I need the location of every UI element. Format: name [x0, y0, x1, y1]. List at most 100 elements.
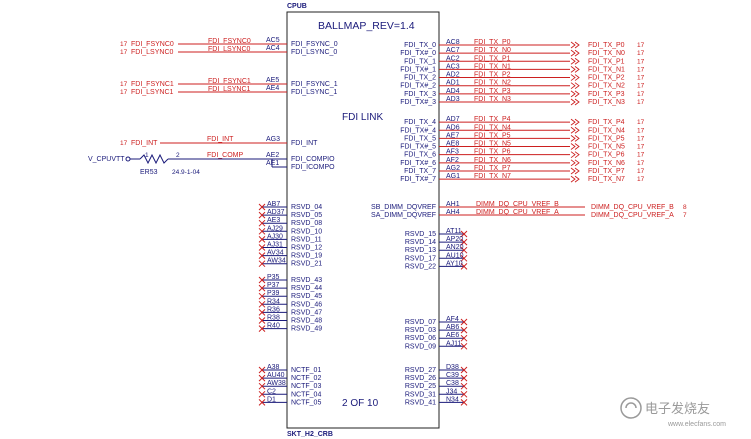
watermark-text: 电子发烧友: [645, 401, 710, 416]
ball-number: AD3: [446, 96, 460, 103]
net-label: DIMM_DQ_CPU_VREF_A: [476, 209, 559, 216]
comp-wiring: [130, 153, 287, 168]
pin-name: RSVD_41: [405, 399, 436, 406]
no-connect-mark-icon: [258, 300, 266, 308]
page-ref: 17: [637, 75, 645, 82]
net-label: FDI_INT: [207, 136, 234, 143]
no-connect-mark-icon: [258, 390, 266, 398]
off-page-connector-icon: [570, 118, 580, 126]
page-ref: 17: [637, 50, 645, 57]
no-connect-mark-icon: [258, 236, 266, 243]
net-label: FDI_TX_N4: [474, 124, 511, 131]
resistor-pin1: 1: [145, 152, 149, 159]
pin-name: FDI_TX_2: [404, 75, 436, 82]
ball-number: AV34: [267, 250, 284, 257]
ball-number: AD1: [446, 80, 460, 87]
ball-number: C2: [267, 388, 276, 395]
ball-number: AD7: [446, 116, 460, 123]
ball-number: AD37: [267, 209, 285, 216]
left-net-wires: [160, 43, 287, 144]
no-connect-mark-icon: [460, 263, 468, 270]
ball-number: R40: [267, 323, 280, 330]
page-ref: 17: [637, 160, 645, 167]
ball-number: AJ11: [446, 340, 462, 347]
ball-number: AD2: [446, 72, 460, 79]
ball-number: AD6: [446, 124, 460, 131]
ball-number: AC4: [266, 45, 280, 52]
no-connect-mark-icon: [460, 326, 468, 334]
off-page-connector-icon: [570, 151, 580, 159]
net-label: FDI_TX_P4: [474, 116, 511, 123]
ball-number: AF2: [446, 157, 459, 164]
pin-name: RSVD_46: [291, 301, 322, 308]
ball-number: AT11: [446, 228, 462, 235]
no-connect-mark-icon: [258, 399, 266, 406]
ball-number: AU10: [446, 252, 464, 259]
net-name: FDI_TX_P1: [588, 58, 625, 65]
ball-number: AW38: [267, 380, 286, 387]
pin-name: NCTF_02: [291, 375, 321, 382]
net-label: FDI_COMP: [207, 152, 244, 159]
net-name: FDI_TX_N2: [588, 83, 625, 90]
net-label: FDI_TX_N3: [474, 96, 511, 103]
pin-name: RSVD_25: [405, 383, 436, 390]
pin-name: NCTF_05: [291, 399, 321, 406]
page-ref: 17: [637, 119, 645, 126]
pin-name: NCTF_04: [291, 391, 321, 398]
pin-name: FDI_LSYNC_1: [291, 89, 337, 96]
pin-name: FDI_TX#_0: [400, 50, 436, 57]
pin-name: FDI_TX#_4: [400, 127, 436, 134]
pin-name: FDI_TX#_3: [400, 99, 436, 106]
net-name: FDI_FSYNC1: [131, 81, 174, 88]
pin-name: FDI_TX_6: [404, 152, 436, 159]
no-connect-mark-icon: [258, 382, 266, 390]
pin-name: RSVD_44: [291, 285, 322, 292]
resistor-ref: ER53: [140, 169, 158, 176]
ball-number: AE4: [266, 85, 279, 92]
power-net-name: V_CPUVTT: [88, 156, 125, 163]
no-connect-mark-icon: [258, 317, 266, 324]
pin-name: RSVD_19: [291, 253, 322, 260]
no-connect-mark-icon: [460, 399, 468, 406]
net-label: FDI_TX_P2: [474, 72, 511, 79]
pin-name: FDI_TX_4: [404, 119, 436, 126]
pin-name: RSVD_05: [291, 212, 322, 219]
ball-number: AE5: [266, 77, 279, 84]
power-port-symbol: [125, 156, 131, 162]
net-name: DIMM_DQ_CPU_VREF_B: [591, 204, 674, 211]
ball-number: AE6: [446, 332, 459, 339]
pin-name: FDI_LSYNC_0: [291, 49, 337, 56]
pin-name: SB_DIMM_DQVREF: [371, 204, 436, 211]
net-label: FDI_TX_N5: [474, 141, 511, 148]
net-name: FDI_TX_P0: [588, 42, 625, 49]
net-name: FDI_TX_N6: [588, 160, 625, 167]
net-name: FDI_TX_N4: [588, 127, 625, 134]
ball-number: N34: [446, 396, 459, 403]
no-connect-mark-icon: [460, 238, 468, 246]
page-ref: 17: [637, 152, 645, 159]
net-label: FDI_TX_P1: [474, 55, 511, 62]
part-title: BALLMAP_REV=1.4: [318, 20, 415, 32]
pin-name: FDI_TX#_5: [400, 144, 436, 151]
part-ref: CPUB: [287, 3, 307, 10]
page-ref: 17: [637, 42, 645, 49]
pin-name: FDI_FSYNC_0: [291, 41, 338, 48]
pin-name: RSVD_10: [291, 228, 322, 235]
no-connect-mark-icon: [258, 244, 266, 251]
ball-number: AF3: [446, 149, 459, 156]
net-name: FDI_TX_N3: [588, 99, 625, 106]
no-connect-mark-icon: [258, 252, 266, 259]
off-page-connector-icon: [570, 82, 580, 90]
ball-number: AE1: [266, 160, 279, 167]
net-label: FDI_LSYNC1: [208, 86, 251, 93]
no-connect-mark-icon: [258, 374, 266, 382]
pin-name: FDI_TX_7: [404, 168, 436, 175]
off-page-connector-icon: [570, 159, 580, 167]
net-name: FDI_TX_N0: [588, 50, 625, 57]
net-label: FDI_TX_P0: [474, 39, 511, 46]
